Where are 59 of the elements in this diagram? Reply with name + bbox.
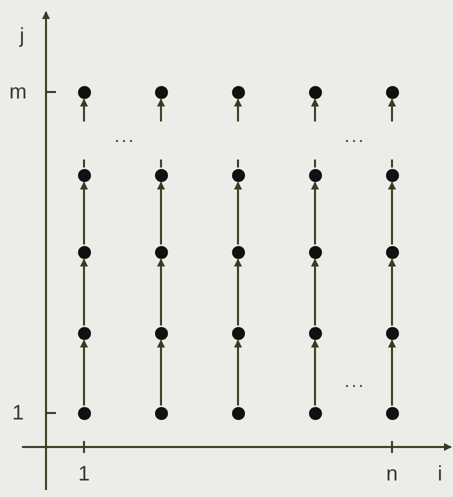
dot <box>78 168 90 182</box>
dot <box>386 326 398 340</box>
arrow <box>80 98 88 122</box>
arrow <box>157 258 165 326</box>
tick-label: 1 <box>12 402 24 424</box>
arrow <box>388 340 396 406</box>
dot <box>78 86 90 98</box>
dot <box>154 406 168 420</box>
dot <box>154 86 168 98</box>
arrow <box>311 182 319 244</box>
arrow <box>80 258 88 326</box>
axis-label: j <box>20 26 24 46</box>
arrow <box>311 340 319 406</box>
arrow <box>388 98 396 122</box>
arrow <box>388 258 396 326</box>
dot <box>308 86 322 98</box>
arrow <box>234 98 242 122</box>
arrow <box>234 340 242 406</box>
line <box>160 160 162 168</box>
tick-label: m <box>9 82 27 102</box>
dot <box>232 406 244 420</box>
axis-label: i <box>438 464 442 484</box>
dot <box>386 246 398 258</box>
dot <box>232 86 244 98</box>
dot <box>308 406 322 420</box>
arrow <box>311 258 319 326</box>
dot <box>154 168 168 182</box>
dot <box>154 246 168 258</box>
dot <box>232 326 244 340</box>
dot <box>154 326 168 340</box>
dot <box>386 406 398 420</box>
arrow <box>388 182 396 244</box>
ellipsis: ... <box>114 127 136 145</box>
ellipsis: ... <box>344 127 366 145</box>
dot <box>232 246 244 258</box>
arrow <box>80 182 88 244</box>
dot <box>232 168 244 182</box>
arrow <box>234 258 242 326</box>
line <box>237 160 239 168</box>
tick-label: n <box>386 464 398 484</box>
arrow <box>80 340 88 406</box>
dot <box>308 326 322 340</box>
arrow <box>157 182 165 244</box>
dot <box>78 246 90 258</box>
arrow <box>311 98 319 122</box>
arrow <box>157 98 165 122</box>
tick-label: 1 <box>78 464 90 484</box>
ellipsis: ... <box>344 372 366 390</box>
dot <box>78 406 90 420</box>
line <box>391 160 393 168</box>
dot <box>308 168 322 182</box>
dot <box>78 326 90 340</box>
dot <box>386 86 398 98</box>
arrow <box>234 182 242 244</box>
arrow <box>157 340 165 406</box>
dot <box>386 168 398 182</box>
line <box>83 160 85 168</box>
dot <box>308 246 322 258</box>
line <box>314 160 316 168</box>
